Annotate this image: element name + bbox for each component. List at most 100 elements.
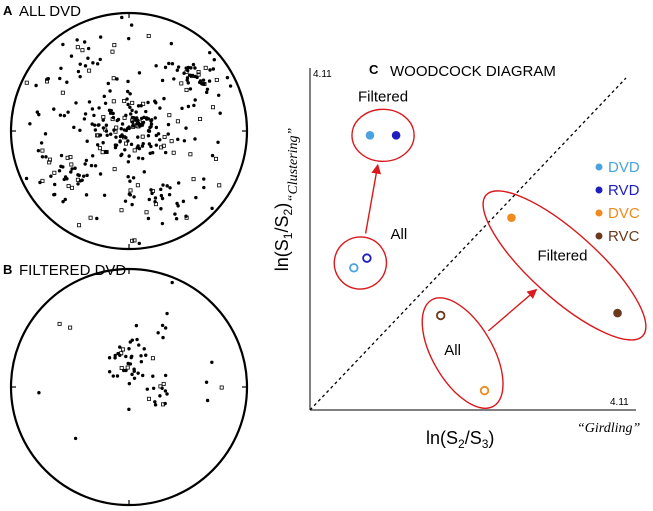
pole-dot	[154, 64, 158, 68]
pole-square	[167, 113, 172, 118]
panel-c: C WOODCOCK DIAGRAM 4.11 4.11 “Clustering…	[272, 62, 647, 451]
pole-dot	[185, 76, 190, 80]
pole-dot	[186, 68, 190, 73]
pole-dot	[151, 374, 155, 378]
pole-dot	[128, 92, 132, 96]
pole-square	[110, 49, 115, 54]
pole-dot	[168, 186, 172, 190]
pole-dot	[132, 376, 137, 380]
pole-dot	[129, 23, 134, 27]
pole-dot	[102, 94, 106, 99]
pole-square	[130, 100, 135, 105]
pole-dot	[124, 136, 128, 140]
pole-dot	[113, 143, 118, 147]
pole-dot	[69, 170, 73, 174]
pole-square	[150, 188, 155, 193]
pole-dot	[69, 54, 74, 58]
pole-square	[131, 124, 136, 129]
pole-dot	[176, 137, 180, 142]
stereonet-a-primitive	[9, 11, 249, 251]
pole-dot	[102, 193, 107, 197]
pole-square	[69, 185, 74, 190]
pole-dot	[130, 354, 134, 358]
pole-dot	[184, 126, 188, 130]
point-dvd-all	[349, 263, 359, 273]
pole-dot	[207, 79, 212, 83]
pole-dot	[92, 113, 96, 118]
pole-dot	[146, 117, 151, 121]
pole-dot	[136, 371, 140, 375]
pole-dot	[148, 125, 152, 130]
group-ring-0	[351, 108, 415, 163]
pole-dot	[52, 182, 57, 187]
pole-dot	[163, 389, 168, 393]
pole-dot	[146, 134, 151, 138]
pole-dot	[154, 143, 159, 147]
pole-dot	[170, 280, 174, 285]
pole-dot	[83, 162, 87, 166]
pole-dot	[123, 199, 128, 203]
legend-marker-rvd	[595, 186, 603, 194]
pole-dot	[163, 65, 168, 70]
pole-dot	[115, 77, 119, 81]
pole-dot	[70, 167, 74, 171]
pole-square	[68, 325, 73, 330]
pole-dot	[175, 68, 180, 72]
pole-square	[75, 177, 80, 182]
pole-dot	[37, 391, 41, 395]
pole-dot	[139, 354, 143, 358]
pole-square	[161, 381, 166, 386]
pole-dot	[105, 133, 109, 137]
pole-dot	[134, 118, 138, 122]
pole-dot	[59, 164, 63, 169]
pole-dot	[205, 87, 210, 91]
pole-square	[198, 116, 203, 121]
pole-dot	[126, 160, 131, 164]
pole-dot	[160, 196, 165, 201]
pole-square	[80, 48, 85, 53]
pole-square	[191, 177, 196, 182]
pole-square	[96, 133, 101, 138]
pole-dot	[140, 144, 145, 148]
pole-dot	[76, 173, 80, 177]
pole-dot	[146, 216, 151, 221]
pole-dot	[124, 128, 129, 133]
pole-square	[122, 115, 127, 120]
pole-square	[158, 384, 163, 389]
pole-dot	[119, 126, 123, 131]
stereonet-a-points	[11, 13, 247, 249]
pole-dot	[59, 153, 64, 158]
pole-dot	[150, 118, 154, 122]
shift-arrow-1	[487, 288, 538, 332]
pole-dot	[109, 132, 113, 136]
pole-dot	[181, 199, 186, 204]
pole-dot	[75, 38, 79, 42]
pole-dot	[154, 133, 159, 138]
pole-dot	[57, 169, 62, 173]
pole-square	[146, 33, 151, 38]
woodcock-points	[349, 131, 622, 396]
pole-dot	[118, 353, 122, 357]
pole-dot	[52, 193, 56, 197]
pole-dot	[130, 115, 135, 120]
pole-dot	[153, 403, 158, 407]
pole-dot	[180, 106, 184, 111]
legend-label-dvc: DVC	[608, 205, 640, 222]
pole-dot	[136, 104, 141, 108]
pole-dot	[160, 78, 165, 83]
pole-dot	[186, 81, 190, 85]
pole-dot	[134, 323, 139, 328]
pole-dot	[228, 84, 233, 88]
pole-dot	[81, 174, 86, 178]
x-axis-max-label: 4.11	[610, 397, 629, 408]
legend-marker-rvc	[595, 232, 603, 240]
panel-b-title: FILTERED DVD	[19, 262, 126, 279]
pole-dot	[158, 106, 162, 110]
pole-dot	[101, 141, 105, 145]
pole-dot	[126, 36, 131, 41]
pole-dot	[95, 216, 99, 221]
pole-dot	[115, 374, 120, 378]
group-rings	[333, 108, 647, 409]
pole-square	[114, 125, 119, 130]
